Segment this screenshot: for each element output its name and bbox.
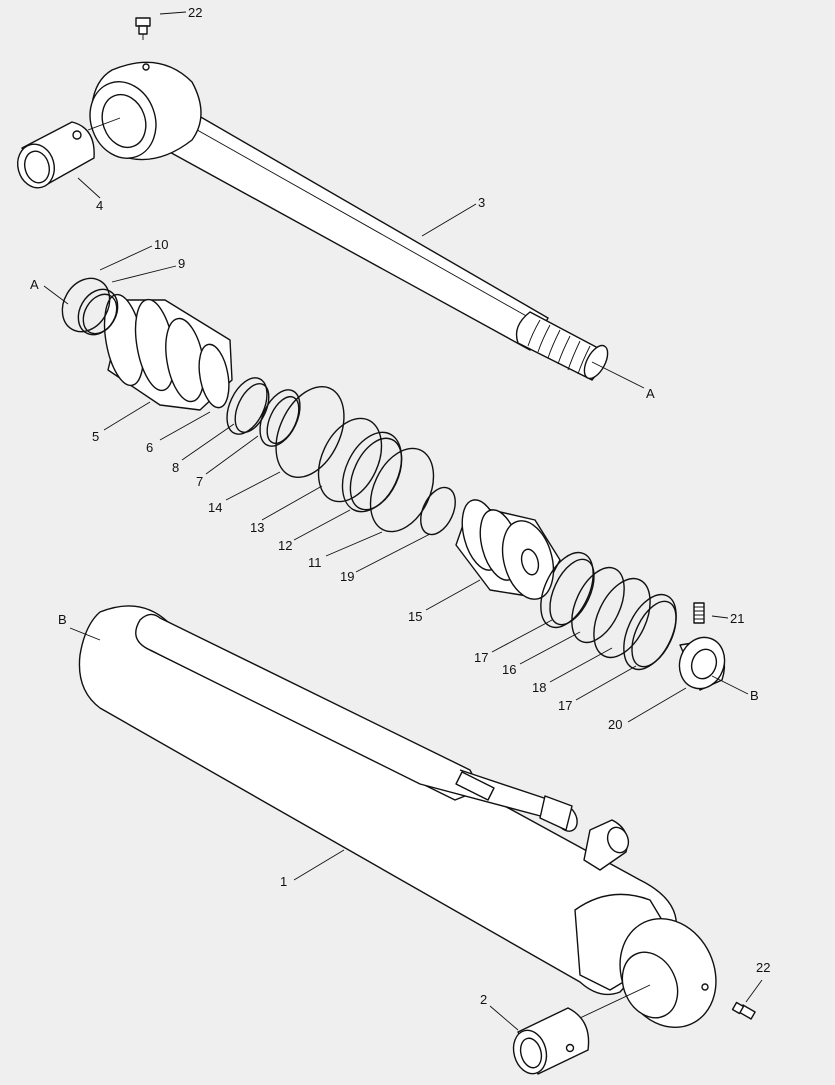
label-18: 18 [532, 680, 546, 695]
nut-20 [678, 636, 726, 691]
piston-15 [455, 499, 561, 600]
label-14: 14 [208, 500, 222, 515]
bushing-4 [17, 121, 95, 189]
label-11: 11 [308, 555, 322, 570]
label-19: 19 [340, 569, 354, 584]
label-17a: 17 [474, 650, 488, 665]
rod-cover [103, 293, 233, 411]
label-12: 12 [278, 538, 292, 553]
rings-13-12-11-19 [317, 417, 456, 536]
label-10: 10 [154, 237, 168, 252]
label-8: 8 [172, 460, 179, 475]
rings-16-17-18 [540, 551, 677, 671]
bushing-2 [512, 1007, 590, 1075]
rings-8-7-14 [226, 377, 345, 479]
label-17b: 17 [558, 698, 572, 713]
part-labels: 22 4 3 10 9 A A 5 6 8 7 14 13 12 11 19 1… [30, 5, 770, 1007]
label-21: 21 [730, 611, 744, 626]
piston-rod [89, 61, 609, 381]
label-6: 6 [146, 440, 153, 455]
label-9: 9 [178, 256, 185, 271]
label-b-left: B [58, 612, 67, 627]
label-3: 3 [478, 195, 485, 210]
label-22-bottom: 22 [756, 960, 770, 975]
seal-rings-10-9 [61, 277, 119, 336]
grease-nipple-bottom [731, 1001, 756, 1020]
grease-nipple-top [135, 17, 151, 40]
label-5: 5 [92, 429, 99, 444]
label-a-left: A [30, 277, 39, 292]
leader-lines [43, 11, 763, 1031]
label-13: 13 [250, 520, 264, 535]
label-a-right: A [646, 386, 655, 401]
label-7: 7 [196, 474, 203, 489]
label-1: 1 [280, 874, 287, 889]
label-16: 16 [502, 662, 516, 677]
label-22-top: 22 [188, 5, 202, 20]
label-15: 15 [408, 609, 422, 624]
label-4: 4 [96, 198, 103, 213]
label-20: 20 [608, 717, 622, 732]
cylinder-tube [78, 605, 717, 1029]
label-2: 2 [480, 992, 487, 1007]
set-screw-21 [693, 602, 705, 624]
label-b-right: B [750, 688, 759, 703]
